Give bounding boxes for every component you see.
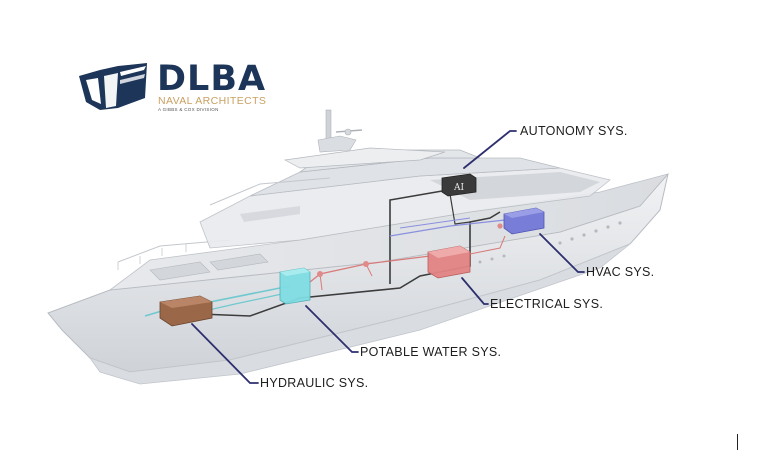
yacht-hull bbox=[47, 109, 670, 385]
callout-electrical: ELECTRICAL SYS. bbox=[490, 297, 604, 311]
logo-wordmark: DLBA bbox=[157, 59, 267, 99]
hydraulic-unit bbox=[159, 295, 213, 327]
callout-autonomy: AUTONOMY SYS. bbox=[520, 124, 628, 138]
system-piping bbox=[144, 189, 506, 317]
text-cursor bbox=[737, 434, 738, 450]
electrical-unit bbox=[427, 245, 471, 279]
leader-potable bbox=[305, 305, 359, 353]
logo-tagline: A GIBBS & COX DIVISION bbox=[158, 107, 219, 112]
potable-water-unit bbox=[279, 267, 311, 305]
logo-subtitle: NAVAL ARCHITECTS bbox=[158, 95, 267, 107]
leader-hydraulic bbox=[191, 323, 259, 384]
ai-box-label: AI bbox=[453, 183, 464, 193]
callout-hydraulic: HYDRAULIC SYS. bbox=[260, 376, 369, 390]
leader-hvac bbox=[539, 233, 585, 273]
callout-potable-water: POTABLE WATER SYS. bbox=[360, 345, 502, 359]
leader-autonomy bbox=[463, 130, 517, 169]
leader-electrical bbox=[461, 277, 489, 305]
leader-lines bbox=[191, 130, 585, 384]
callout-hvac: HVAC SYS. bbox=[586, 265, 655, 279]
logo-emblem bbox=[79, 63, 147, 110]
autonomy-unit: AI bbox=[441, 173, 477, 197]
hvac-unit bbox=[503, 207, 545, 235]
